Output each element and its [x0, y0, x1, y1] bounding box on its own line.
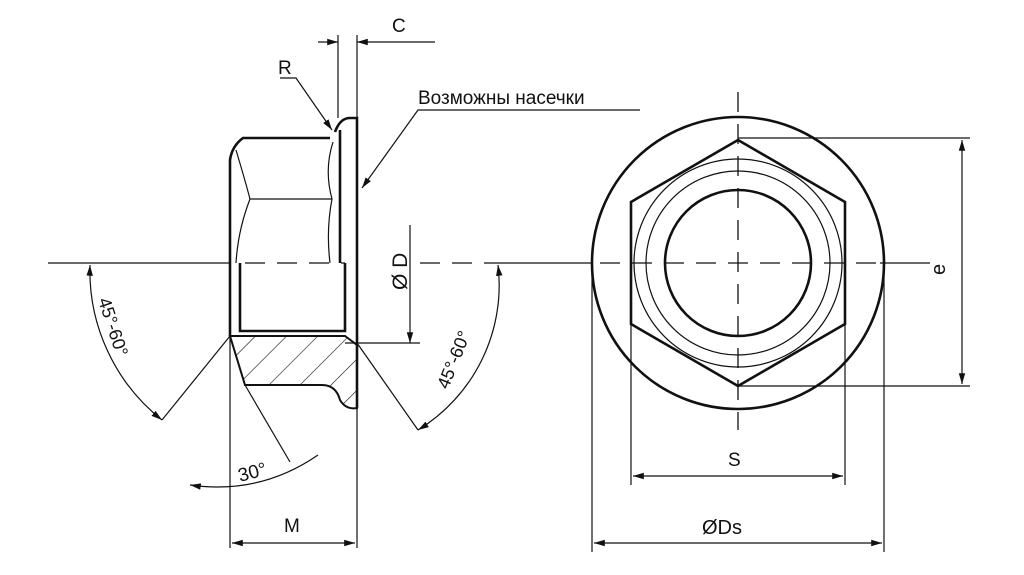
- label-c: C: [392, 16, 406, 37]
- label-diameter-d: Ø D: [389, 253, 412, 290]
- notches-note: Возможны насечки: [418, 88, 585, 109]
- section-hatch: [228, 335, 358, 410]
- bore-circle: [663, 188, 813, 338]
- label-m: M: [284, 516, 300, 537]
- label-angle-right: 45°-60°: [433, 328, 474, 392]
- label-r: R: [278, 58, 292, 79]
- label-diameter-ds: ØDs: [702, 517, 742, 539]
- angle-arc-left: [86, 264, 163, 421]
- hex-body-outline: [228, 136, 330, 336]
- label-e: e: [928, 264, 950, 275]
- flange-outline: [333, 116, 359, 408]
- side-view: C R Возможны насечки Ø D 45°-60° 45°-60°…: [48, 16, 640, 548]
- label-angle-left: 45°-60°: [94, 295, 132, 359]
- top-view: e S ØDs: [590, 92, 970, 552]
- angle-arc-right: [417, 264, 503, 431]
- label-angle-30: 30°: [236, 459, 269, 487]
- angle-arc-30: [189, 454, 319, 490]
- bore-outline: [238, 263, 347, 333]
- label-s: S: [728, 450, 741, 471]
